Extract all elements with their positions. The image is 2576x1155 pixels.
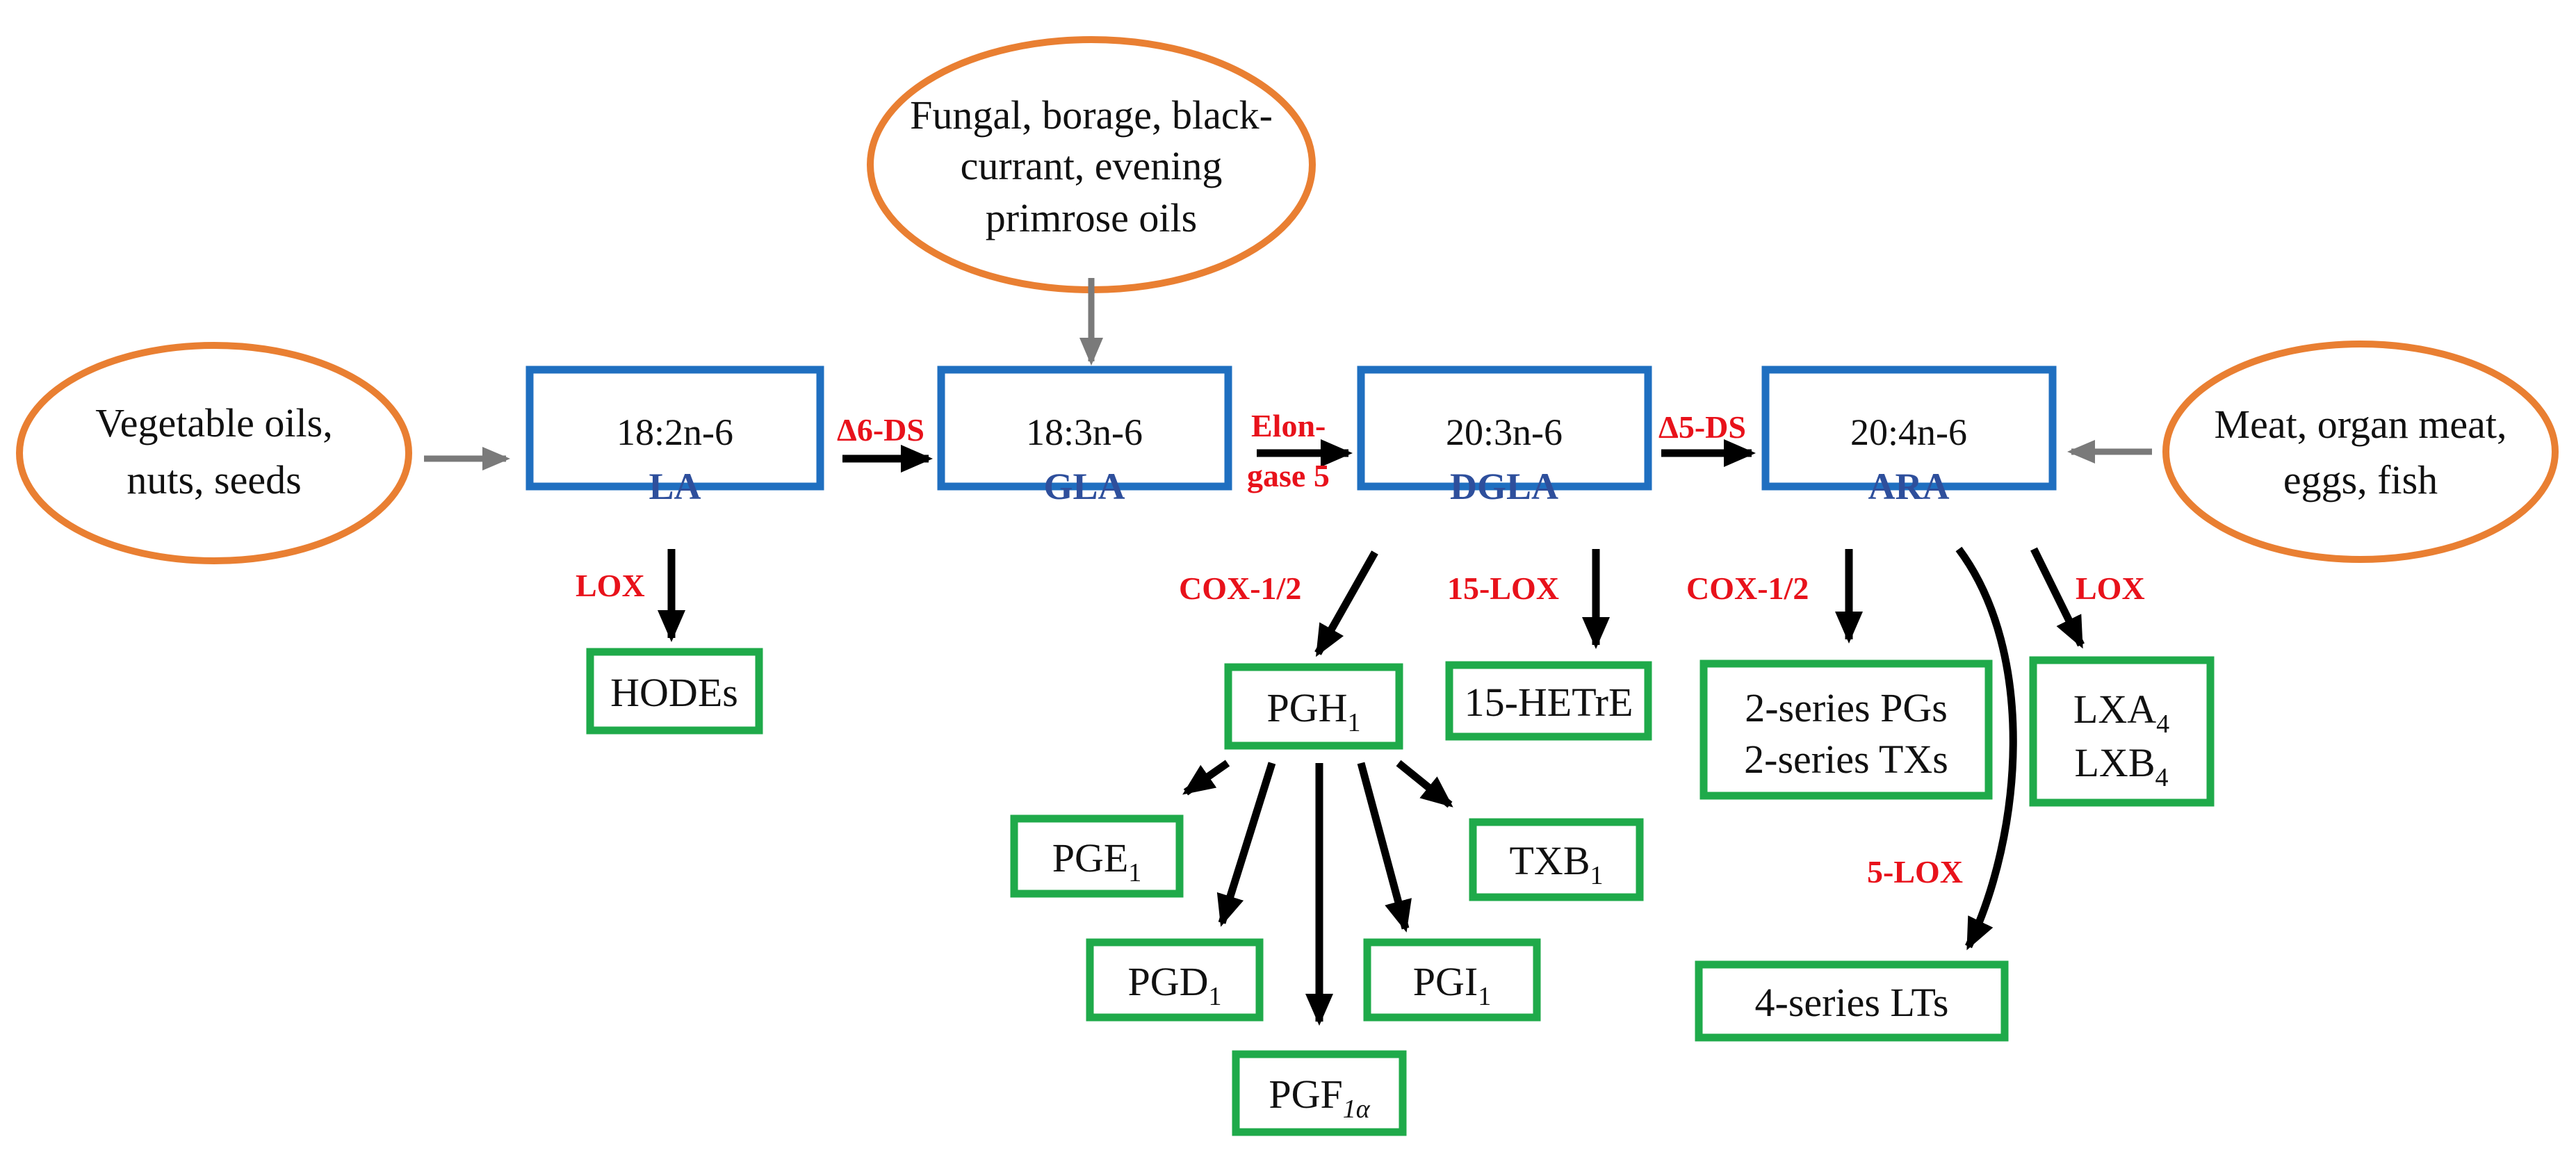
product-txb1: TXB1 [1469, 818, 1644, 901]
lts-label: 4-series LTs [1755, 980, 1949, 1025]
la-code: 18:2n-6 [617, 411, 733, 453]
ara-txs-label: 2-series TXs [1744, 737, 1948, 782]
source-meat-fish: Meat, organ meat, eggs, fish [2162, 341, 2559, 563]
txb1-label: TXB1 [1510, 838, 1604, 890]
source-meat-line2: eggs, fish [2283, 457, 2438, 502]
arrow-ara-to-lx [2030, 547, 2085, 649]
product-leukotrienes: 4-series LTs [1695, 960, 2009, 1042]
enzyme-ara-5lox: 5-LOX [1867, 854, 1963, 890]
source-meat-line1: Meat, organ meat, [2215, 402, 2507, 447]
pgd1-label: PGD1 [1127, 959, 1221, 1011]
pge1-label: PGE1 [1052, 835, 1142, 887]
source-vegetable-oils: Vegetable oils, nuts, seeds [16, 342, 412, 564]
product-pgf1a: PGF1α [1232, 1050, 1407, 1136]
fatty-acid-la: 18:2n-6 LA [525, 366, 824, 507]
fatty-acid-gla: 18:3n-6 GLA [937, 366, 1232, 507]
arrow-pgh1-to-pgd1 [1216, 762, 1276, 927]
enzyme-dgla-15lox: 15-LOX [1447, 571, 1559, 606]
product-pgh1: PGH1 [1224, 663, 1403, 750]
product-pgi1: PGI1 [1363, 938, 1541, 1022]
lxa4-label: LXA4 [2073, 687, 2169, 739]
arrow-ara-to-lts [1955, 546, 2017, 951]
enzyme-elongase-line2: gase 5 [1247, 458, 1330, 493]
source-fungal-line3: primrose oils [986, 195, 1197, 240]
arrow-pgh1-to-txb1 [1396, 760, 1453, 808]
enzyme-d6ds: Δ6-DS [837, 412, 924, 448]
source-vegetable-line2: nuts, seeds [127, 457, 301, 502]
pgi1-label: PGI1 [1413, 959, 1491, 1011]
gla-code: 18:3n-6 [1026, 411, 1143, 453]
enzyme-dgla-cox: COX-1/2 [1179, 571, 1301, 606]
gla-abbr: GLA [1043, 466, 1125, 507]
lxb4-label: LXB4 [2075, 740, 2169, 792]
source-vegetable-line1: Vegetable oils, [95, 400, 332, 445]
ara-pgs-label: 2-series PGs [1745, 685, 1948, 730]
fatty-acid-ara: 20:4n-6 ARA [1761, 366, 2057, 507]
dgla-code: 20:3n-6 [1446, 411, 1563, 453]
enzyme-ara-cox: COX-1/2 [1686, 571, 1809, 606]
ara-abbr: ARA [1868, 466, 1950, 507]
enzyme-d5ds: Δ5-DS [1658, 409, 1746, 445]
hodes-label: HODEs [610, 670, 738, 715]
ara-code: 20:4n-6 [1850, 411, 1967, 453]
product-ara-prostanoids: 2-series PGs 2-series TXs [1699, 660, 1993, 800]
enzyme-la-lox: LOX [576, 568, 645, 603]
arrow-pgh1-to-pgi1 [1357, 762, 1412, 933]
hetre-label: 15-HETrE [1465, 680, 1633, 725]
product-hodes: HODEs [586, 648, 763, 735]
source-fungal-oils: Fungal, borage, black- currant, evening … [867, 36, 1316, 293]
pgh1-label: PGH1 [1266, 685, 1360, 737]
la-abbr: LA [649, 466, 701, 507]
enzyme-elongase-line1: Elon- [1251, 408, 1326, 443]
product-pge1: PGE1 [1010, 814, 1184, 898]
arrow-pgh1-to-pge1 [1182, 760, 1230, 796]
product-15-hetre: 15-HETrE [1445, 661, 1652, 741]
arrow-dgla-to-pgh1 [1314, 550, 1378, 657]
dgla-abbr: DGLA [1450, 466, 1558, 507]
source-fungal-line2: currant, evening [961, 143, 1223, 188]
enzyme-ara-lox: LOX [2076, 571, 2145, 606]
source-fungal-line1: Fungal, borage, black- [910, 92, 1273, 138]
fatty-acid-dgla: 20:3n-6 DGLA [1357, 366, 1652, 507]
product-pgd1: PGD1 [1086, 938, 1264, 1022]
pgf1a-label: PGF1α [1269, 1072, 1370, 1124]
product-lipoxins: LXA4 LXB4 [2029, 656, 2215, 807]
